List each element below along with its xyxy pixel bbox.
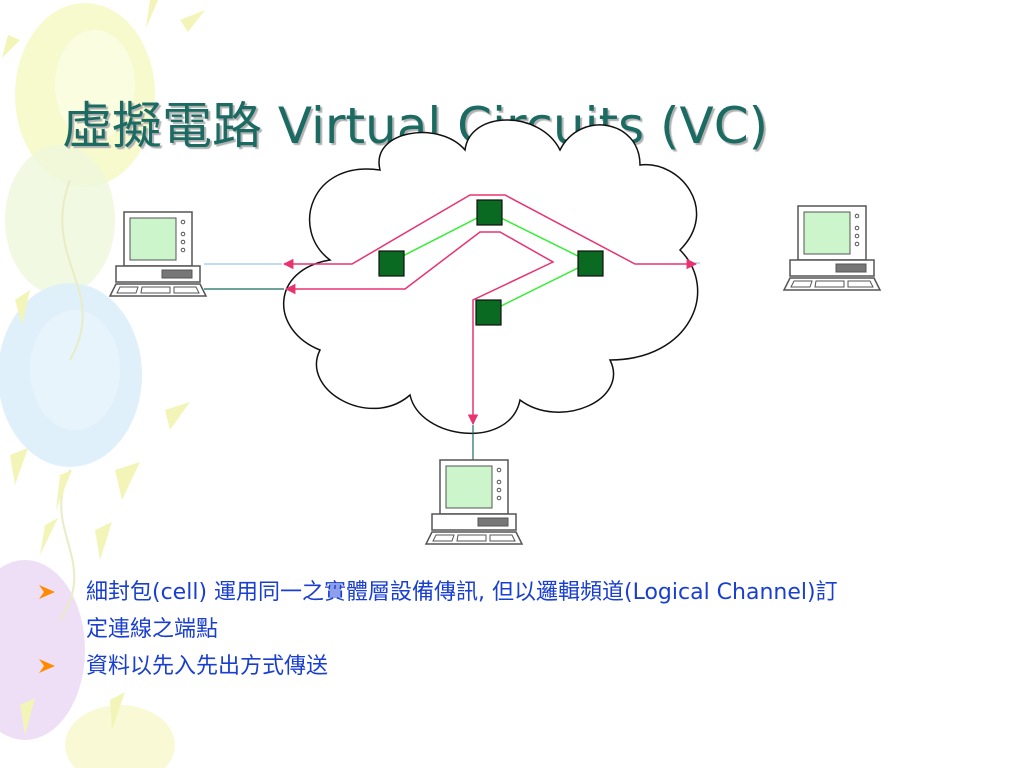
arrow-bullet-icon [39,659,55,673]
switch-bottom [475,299,502,326]
computer-bottom-icon [425,459,523,545]
lavender-balloon-icon [0,560,85,740]
switch-left [378,250,405,277]
switch-nodes [378,199,604,326]
blue-balloon-inner-icon [30,310,120,430]
bullet-text: 細封包(cell) 運用同一之實體層設備傳訊, 但以邏輯頻道(Logical C… [86,580,838,642]
computer-right-icon [783,205,881,291]
bullet-text: 資料以先入先出方式傳送 [86,654,329,679]
bullet-item: 資料以先入先出方式傳送 [38,648,846,685]
green-balloon-icon [5,145,115,295]
yellow-balloon-bottom-icon [65,705,175,768]
yellow-balloon-inner-icon [55,30,135,140]
network-cloud [283,119,699,434]
bullet-item: 細封包(cell) 運用同一之實體層設備傳訊, 但以邏輯頻道(Logical C… [38,574,846,648]
computer-left-icon [109,211,207,297]
switch-right [577,250,604,277]
bullet-list: 細封包(cell) 運用同一之實體層設備傳訊, 但以邏輯頻道(Logical C… [38,574,846,685]
virtual-circuit-pink-lower [284,231,555,426]
switch-top [476,199,503,226]
virtual-circuit-pink-upper [282,194,698,270]
arrow-bullet-icon [39,585,55,599]
virtual-circuit-green [390,211,592,313]
